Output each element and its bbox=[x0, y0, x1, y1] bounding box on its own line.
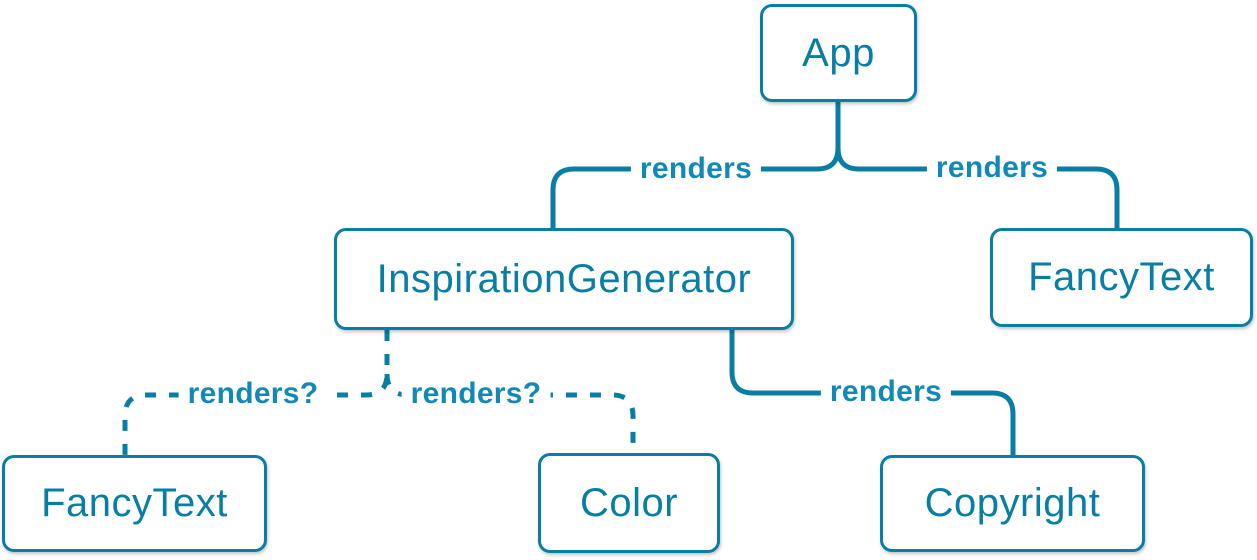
node-inspiration-generator-label: InspirationGenerator bbox=[376, 256, 752, 301]
edge-label-renders-app-fancytext: renders bbox=[926, 151, 1058, 185]
node-color-label: Color bbox=[579, 480, 679, 525]
edge-inspirationgenerator-color bbox=[384, 373, 636, 453]
node-app: App bbox=[760, 4, 917, 102]
node-color: Color bbox=[538, 453, 720, 553]
edge-label-renders-app-inspirationgenerator: renders bbox=[630, 152, 762, 186]
node-fancytext-bottom-label: FancyText bbox=[41, 481, 228, 525]
edge-label-renders-maybe-color: renders? bbox=[401, 377, 551, 411]
edge-label-renders-copyright: renders bbox=[820, 375, 952, 409]
node-copyright-label: Copyright bbox=[924, 481, 1101, 525]
node-copyright: Copyright bbox=[880, 455, 1145, 552]
node-fancytext-bottom: FancyText bbox=[2, 455, 267, 552]
node-fancytext-top-label: FancyText bbox=[1028, 255, 1215, 299]
node-fancytext-top: FancyText bbox=[990, 228, 1253, 327]
edge-label-renders-maybe-fancytext: renders? bbox=[178, 377, 328, 411]
node-app-label: App bbox=[802, 30, 875, 75]
node-inspiration-generator: InspirationGenerator bbox=[334, 228, 794, 330]
edge-app-fancytext bbox=[835, 147, 1120, 228]
